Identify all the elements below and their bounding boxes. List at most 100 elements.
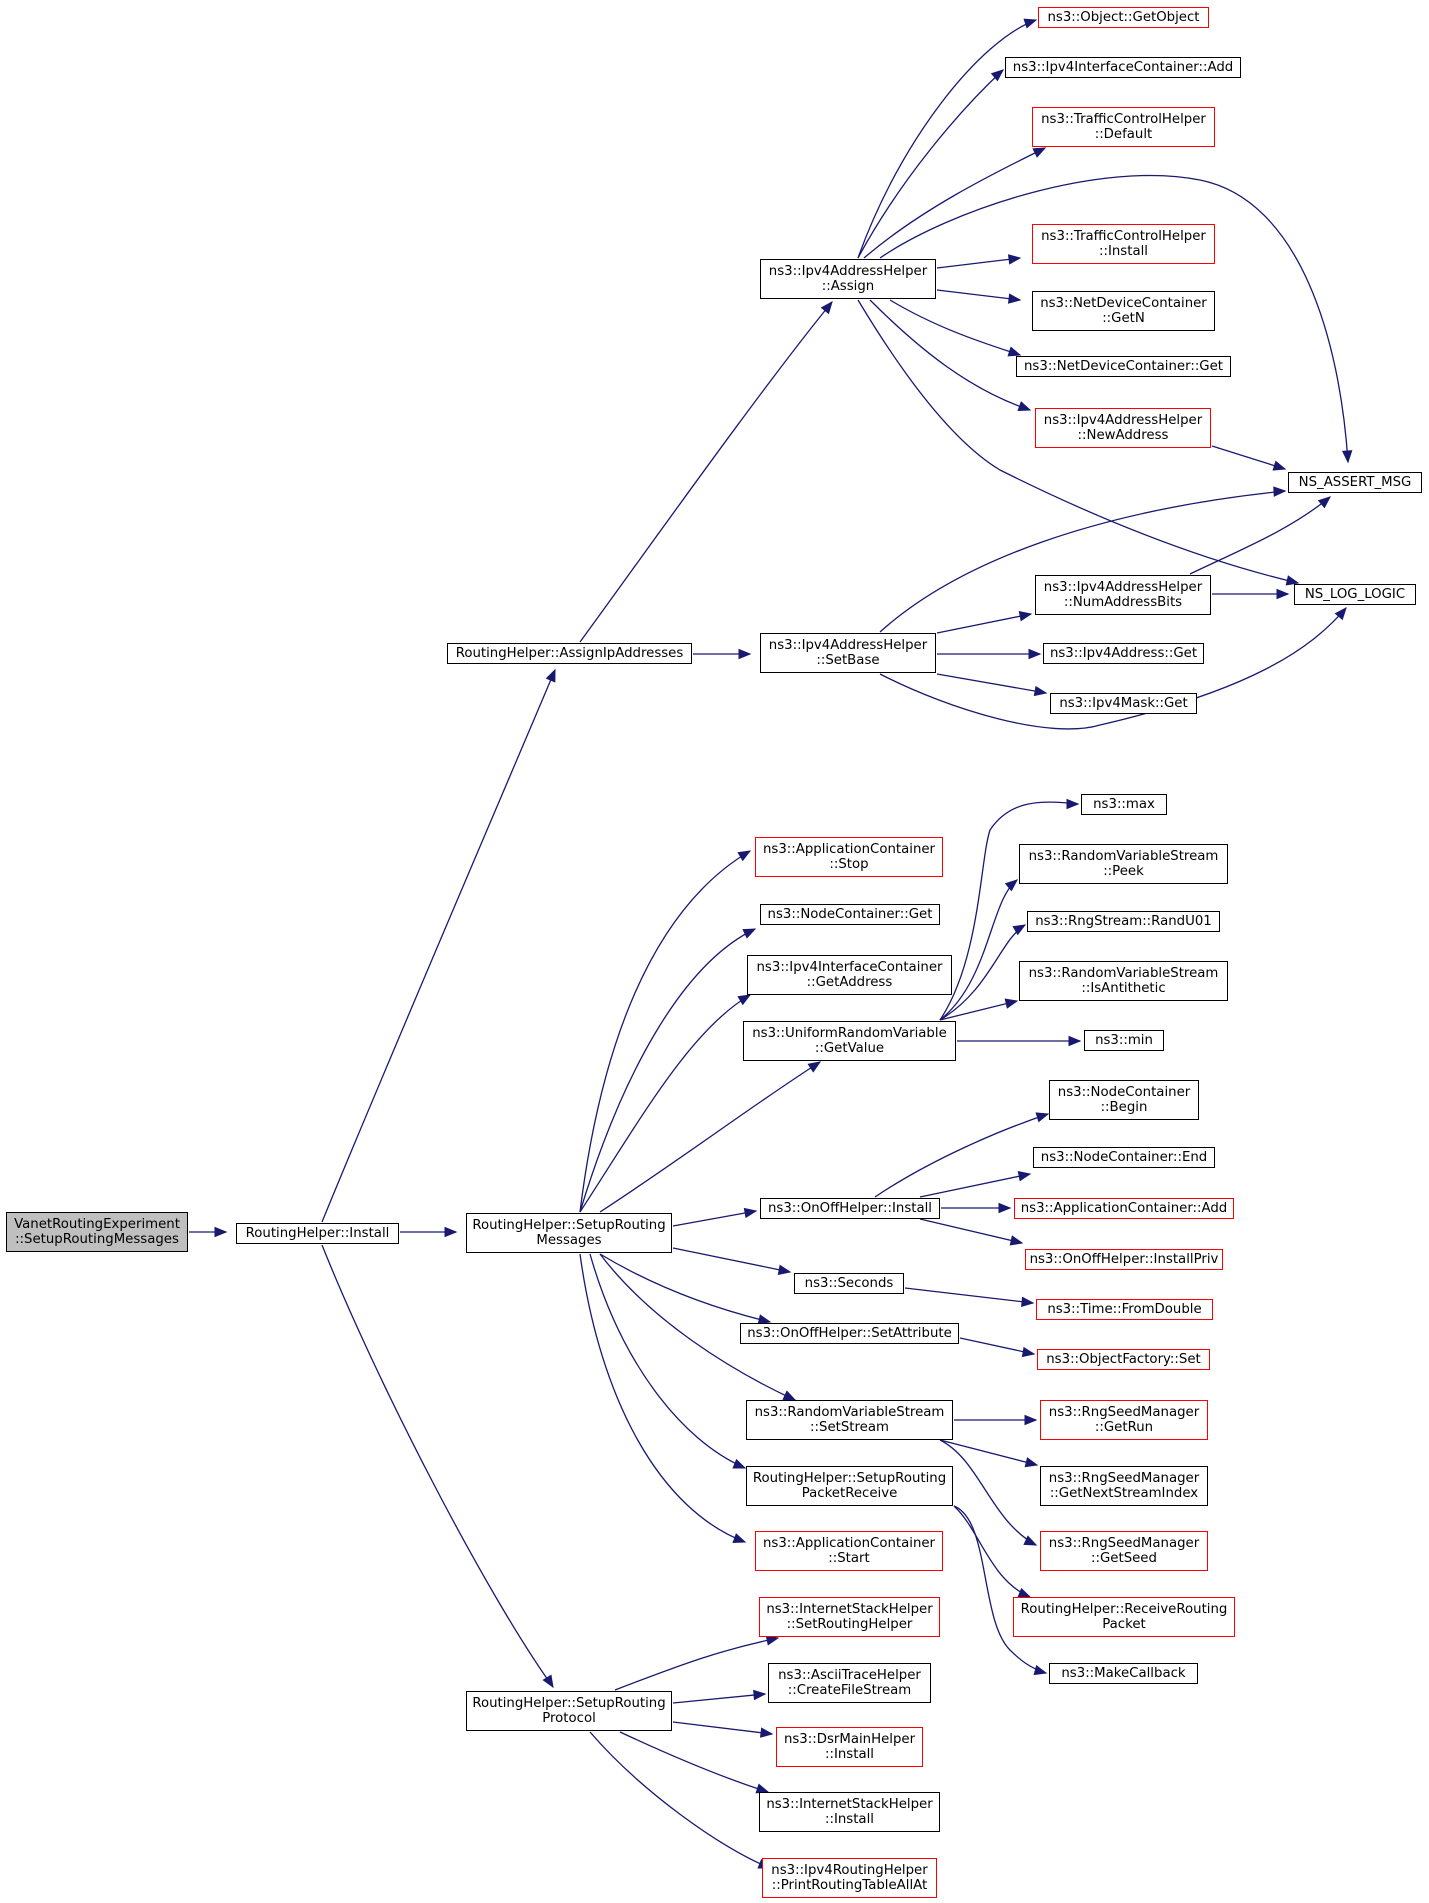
edge-line [939,1000,1018,1021]
edge-setupmsg-to-appstop [579,850,752,1213]
node-internetstackhelper-install[interactable]: ns3::InternetStackHelper::Install [759,1792,940,1832]
edge-line [939,1439,1038,1466]
edge-line [672,1721,773,1735]
edge-arrowhead [545,668,556,683]
node-randomvariablestream-isantithetic[interactable]: ns3::RandomVariableStream::IsAntithetic [1019,961,1228,1001]
edge-arrowhead [1017,401,1032,411]
edge-arrowhead [765,1635,780,1646]
node-nodecontainer-end[interactable]: ns3::NodeContainer::End [1033,1147,1215,1168]
edge-line [589,1731,771,1869]
node-ns-assert-msg[interactable]: NS_ASSERT_MSG [1288,472,1422,493]
node-nodecontainer-get[interactable]: ns3::NodeContainer::Get [760,904,940,925]
node-rngseedmanager-getnextstreamindex[interactable]: ns3::RngSeedManager::GetNextStreamIndex [1040,1466,1208,1506]
node-ipv4addresshelper-assign[interactable]: ns3::Ipv4AddressHelper::Assign [760,259,936,299]
node-object-getobject[interactable]: ns3::Object::GetObject [1038,7,1209,28]
edge-setstream-to-getrun [954,1414,1038,1426]
edge-assign-to-ndcget [889,299,1022,357]
edge-arrowhead [1032,147,1047,158]
edge-urvgetvalue-to-min [957,1035,1082,1047]
node-max[interactable]: ns3::max [1081,794,1167,815]
node-nodecontainer-begin[interactable]: ns3::NodeContainer::Begin [1049,1080,1199,1120]
node-time-fromdouble[interactable]: ns3::Time::FromDouble [1036,1299,1213,1320]
edge-numbits-to-loglogic [1212,588,1290,600]
node-ipv4interfacecontainer-add[interactable]: ns3::Ipv4InterfaceContainer::Add [1005,57,1241,78]
node-applicationcontainer-stop[interactable]: ns3::ApplicationContainer::Stop [755,837,943,877]
node-dsrmainhelper-install[interactable]: ns3::DsrMainHelper::Install [776,1727,923,1767]
edge-line [874,1113,1049,1198]
edge-arrowhead [759,1727,774,1738]
node-seconds[interactable]: ns3::Seconds [794,1273,904,1294]
node-min[interactable]: ns3::min [1084,1030,1164,1051]
edge-assign-to-loglogic [857,299,1300,586]
edge-arrowhead [214,1226,228,1238]
edge-setbase-to-maskget [936,673,1048,697]
edge-setupmsg-to-seconds [672,1247,792,1275]
node-applicationcontainer-add[interactable]: ns3::ApplicationContainer::Add [1014,1198,1234,1219]
edge-arrowhead [738,648,752,660]
node-ns-log-logic[interactable]: NS_LOG_LOGIC [1294,584,1416,605]
edge-arrowhead [1023,1535,1038,1546]
edge-setbase-to-numbits [936,611,1033,634]
edge-setupproto-to-dsrinstall [672,1721,774,1738]
edge-arrowhead [542,1674,554,1689]
node-routinghelper-assign-ip-addresses[interactable]: RoutingHelper::AssignIpAddresses [447,643,692,664]
node-rngstream-randu01[interactable]: ns3::RngStream::RandU01 [1027,911,1220,932]
node-applicationcontainer-start[interactable]: ns3::ApplicationContainer::Start [755,1531,943,1571]
edge-arrowhead [1021,1346,1036,1358]
edge-arrowhead [782,1390,797,1401]
edge-line [939,801,1079,1021]
edge-arrowhead [743,1207,758,1219]
edge-assign-to-tcdefault [863,147,1047,259]
edge-line [599,1253,771,1323]
edge-line [936,289,1021,301]
edge-setbase-to-loglogic [879,606,1347,730]
edge-arrowhead [1035,1112,1050,1123]
node-ipv4addresshelper-newaddress[interactable]: ns3::Ipv4AddressHelper::NewAddress [1035,408,1211,448]
edge-arrowhead [753,1689,767,1701]
node-onoffhelper-setattribute[interactable]: ns3::OnOffHelper::SetAttribute [740,1323,959,1344]
edge-setupmsg-to-setattr [599,1253,772,1325]
edge-line [599,1253,796,1401]
edge-line [672,1693,766,1704]
node-ipv4addresshelper-numaddressbits[interactable]: ns3::Ipv4AddressHelper::NumAddressBits [1035,575,1211,615]
edge-line [579,994,751,1213]
node-uniformrandomvariable-getvalue[interactable]: ns3::UniformRandomVariable::GetValue [743,1021,956,1061]
node-netdevicecontainer-getn[interactable]: ns3::NetDeviceContainer::GetN [1032,291,1215,331]
node-makecallback[interactable]: ns3::MakeCallback [1049,1663,1198,1684]
node-asciitracehelper-createfilestream[interactable]: ns3::AsciiTraceHelper::CreateFileStream [768,1663,931,1703]
node-ipv4addresshelper-setbase[interactable]: ns3::Ipv4AddressHelper::SetBase [760,633,936,673]
node-netdevicecontainer-get[interactable]: ns3::NetDeviceContainer::Get [1016,356,1231,377]
edge-line [936,257,1021,269]
node-ipv4routinghelper-printroutingtableallat[interactable]: ns3::Ipv4RoutingHelper::PrintRoutingTabl… [762,1858,937,1898]
node-randomvariablestream-peek[interactable]: ns3::RandomVariableStream::Peek [1019,844,1228,884]
edge-onoffinstall-to-installpriv [919,1218,1024,1246]
edge-assignip-to-assign [579,300,833,643]
node-ipv4mask-get[interactable]: ns3::Ipv4Mask::Get [1050,693,1197,714]
edge-arrowhead [1004,879,1019,892]
node-onoffhelper-install[interactable]: ns3::OnOffHelper::Install [760,1198,940,1219]
edge-setupproto-to-createfs [672,1689,767,1704]
node-onoffhelper-installpriv[interactable]: ns3::OnOffHelper::InstallPriv [1025,1249,1223,1270]
node-ipv4address-get[interactable]: ns3::Ipv4Address::Get [1043,643,1204,664]
node-trafficcontrolhelper-install[interactable]: ns3::TrafficControlHelper::Install [1032,224,1215,264]
edge-line [904,1287,1034,1304]
edge-line [579,301,833,643]
edge-arrowhead [1007,254,1022,265]
edge-arrowhead [1017,1587,1032,1598]
edge-line [589,1253,746,1469]
edge-setbase-to-ipv4addrget [937,648,1042,660]
node-routinghelper-install[interactable]: RoutingHelper::Install [236,1223,399,1244]
node-ipv4interfacecontainer-getaddress[interactable]: ns3::Ipv4InterfaceContainer::GetAddress [747,955,952,995]
node-randomvariablestream-setstream[interactable]: ns3::RandomVariableStream::SetStream [746,1400,953,1440]
node-rngseedmanager-getrun[interactable]: ns3::RngSeedManager::GetRun [1040,1400,1208,1440]
node-internetstackhelper-setroutinghelper[interactable]: ns3::InternetStackHelper::SetRoutingHelp… [759,1597,940,1637]
edge-line [879,174,1349,463]
node-objectfactory-set[interactable]: ns3::ObjectFactory::Set [1037,1349,1210,1370]
edge-arrowhead [737,850,752,862]
node-rngseedmanager-getseed[interactable]: ns3::RngSeedManager::GetSeed [1040,1531,1208,1571]
node-trafficcontrolhelper-default[interactable]: ns3::TrafficControlHelper::Default [1032,107,1215,147]
